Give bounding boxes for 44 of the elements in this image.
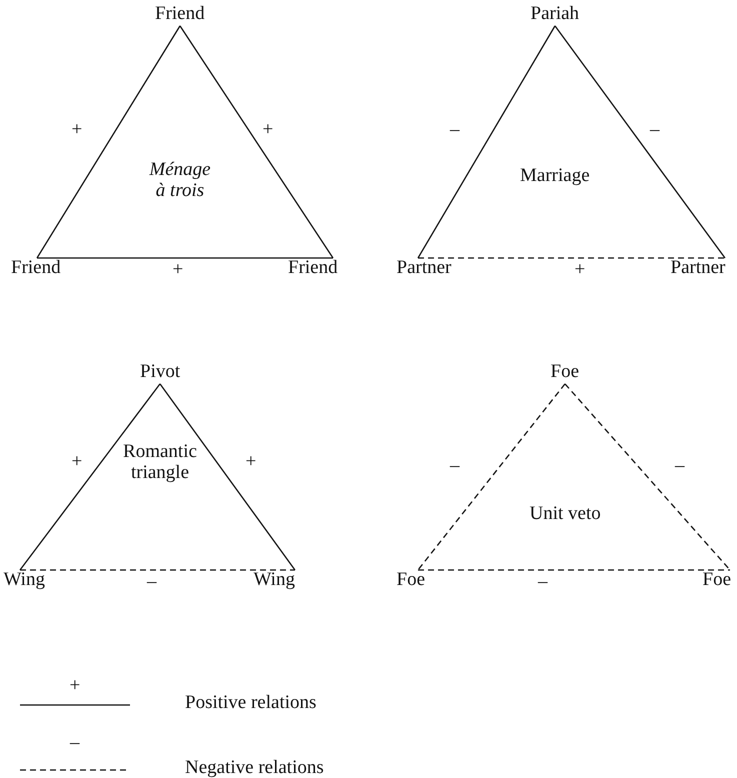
edge-label: – bbox=[538, 572, 548, 593]
legend-sign: – bbox=[70, 733, 80, 754]
relation-line bbox=[20, 569, 295, 571]
vertex-label: Friend bbox=[288, 258, 338, 279]
edge-label: + bbox=[246, 452, 256, 473]
edge-label: – bbox=[450, 120, 460, 141]
vertex-label: Foe bbox=[550, 362, 579, 383]
triangle-label: Ménage à trois bbox=[148, 160, 212, 202]
relation-line bbox=[418, 257, 725, 259]
edge-label: + bbox=[574, 260, 586, 281]
triangle-label: Unit veto bbox=[530, 504, 601, 525]
edge-label: + bbox=[262, 120, 274, 141]
vertex-label: Pivot bbox=[140, 362, 180, 383]
relation-line bbox=[418, 569, 730, 571]
relation-line bbox=[19, 384, 161, 570]
edge-label: – bbox=[147, 572, 156, 593]
relation-line bbox=[417, 383, 566, 570]
edge-label: – bbox=[675, 456, 684, 477]
vertex-label: Friend bbox=[155, 4, 205, 25]
edge-label: – bbox=[650, 120, 660, 141]
relation-line bbox=[554, 26, 726, 258]
legend-text: Positive relations bbox=[185, 693, 316, 714]
edge-label: + bbox=[172, 260, 184, 281]
vertex-label: Foe bbox=[396, 570, 425, 591]
vertex-label: Pariah bbox=[530, 4, 580, 25]
vertex-label: Friend bbox=[11, 258, 61, 279]
vertex-label: Partner bbox=[396, 258, 452, 279]
relation-line bbox=[159, 384, 296, 570]
edge-label: + bbox=[72, 452, 82, 473]
edge-label: – bbox=[450, 456, 460, 477]
vertex-label: Wing bbox=[4, 570, 45, 591]
legend-sign: + bbox=[70, 676, 80, 697]
vertex-label: Wing bbox=[254, 570, 295, 591]
triangle-label: Marriage bbox=[520, 166, 590, 187]
vertex-label: Foe bbox=[702, 570, 731, 591]
relation-line bbox=[564, 383, 730, 570]
relation-line bbox=[36, 26, 181, 258]
relation-line bbox=[179, 26, 334, 258]
vertex-label: Partner bbox=[670, 258, 726, 279]
edge-label: + bbox=[72, 120, 82, 141]
relation-line bbox=[417, 26, 556, 258]
legend-text: Negative relations bbox=[185, 758, 324, 778]
relation-line bbox=[37, 257, 333, 259]
triangle-label: Romantic triangle bbox=[122, 442, 198, 484]
